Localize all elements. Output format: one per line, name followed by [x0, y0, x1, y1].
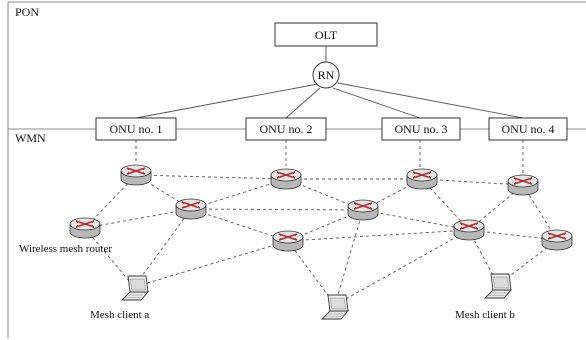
mesh-link	[190, 178, 287, 210]
olt-label: OLT	[315, 28, 338, 42]
mesh-link	[287, 229, 470, 242]
onu-box-2: ONU no. 2	[245, 117, 327, 141]
laptop-icon	[321, 294, 349, 320]
mesh-link	[362, 209, 470, 231]
pon-region-label: PON	[15, 5, 39, 19]
olt-box: OLT	[274, 22, 378, 47]
laptop-icon	[121, 275, 149, 301]
mesh-link	[421, 178, 524, 186]
mesh-link	[133, 208, 192, 288]
mesh-links	[84, 174, 558, 306]
mesh-link	[522, 184, 558, 241]
laptop-icon	[484, 273, 512, 299]
mesh-link	[468, 229, 499, 286]
rn-node: RN	[312, 61, 340, 89]
mesh-link	[190, 208, 364, 211]
rn-onu3-link	[332, 87, 421, 119]
router-icon	[272, 230, 304, 252]
client-a-caption: Mesh client a	[90, 309, 149, 321]
onu-box-3: ONU no. 3	[381, 117, 461, 141]
router-icon	[120, 164, 152, 186]
mesh-link	[84, 227, 135, 288]
router-icon	[270, 168, 302, 190]
router-caption: Wireless mesh router	[19, 243, 112, 255]
mesh-link	[334, 229, 470, 306]
router-icon	[406, 168, 438, 190]
onu-label-2: ONU no. 2	[260, 122, 313, 136]
router-icon	[347, 199, 379, 221]
mesh-link	[287, 240, 336, 306]
router-icon	[69, 217, 101, 239]
client-b-caption: Mesh client b	[455, 309, 515, 321]
router-icon	[507, 174, 539, 196]
onu-label-4: ONU no. 4	[502, 122, 555, 136]
mesh-link	[135, 174, 192, 210]
mesh-link	[133, 240, 289, 288]
onu-box-4: ONU no. 4	[488, 117, 568, 141]
mesh-link	[334, 209, 364, 306]
rn-onu2-link	[285, 87, 321, 119]
mesh-link	[135, 174, 287, 180]
router-icon	[541, 229, 573, 251]
rn-label: RN	[318, 68, 335, 82]
rn-onu1-link	[135, 83, 319, 119]
onu-box-1: ONU no. 1	[95, 117, 177, 141]
wmn-region-label: WMN	[15, 131, 46, 145]
router-icon	[453, 219, 485, 241]
rn-onu4-link	[337, 82, 524, 119]
onu-label-1: ONU no. 1	[110, 122, 163, 136]
onu-label-3: ONU no. 3	[395, 122, 448, 136]
router-icon	[175, 198, 207, 220]
mesh-link	[190, 208, 289, 242]
